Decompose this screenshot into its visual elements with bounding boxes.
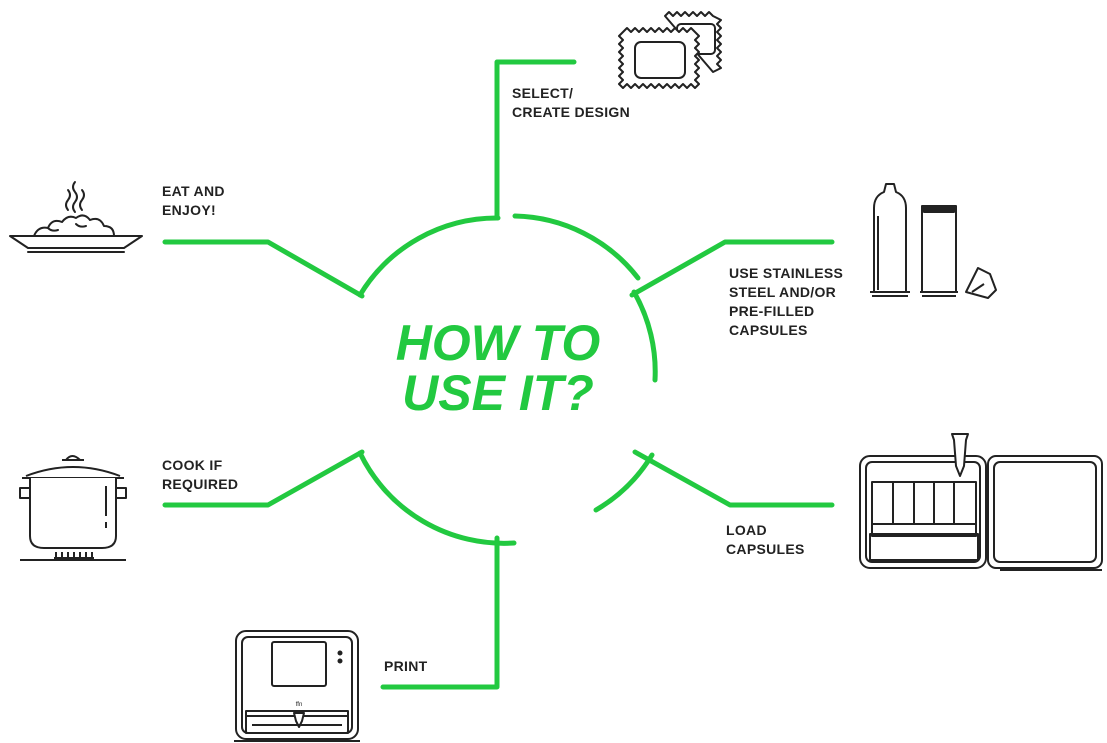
diagram-title: HOW TO USE IT?: [378, 318, 618, 418]
connector-load: [632, 449, 835, 508]
printer-logo: ffn: [296, 702, 303, 708]
center-circle: [357, 213, 658, 546]
connector-print: [380, 535, 500, 690]
connector-select: [494, 59, 577, 219]
step-label-print: PRINT: [384, 658, 428, 674]
printer-icon: ffn: [232, 627, 362, 743]
diagram-title-line-1: HOW TO: [395, 315, 601, 371]
ravioli-icon: [615, 4, 735, 94]
step-label-select: SELECT/ CREATE DESIGN: [512, 85, 630, 120]
diagram-title-line-2: USE IT?: [402, 365, 594, 421]
step-label-capsules: USE STAINLESS STEEL AND/OR PRE-FILLED CA…: [729, 265, 844, 338]
step-label-load: LOAD CAPSULES: [726, 522, 805, 557]
connector-capsules: [629, 239, 835, 298]
connector-cook: [162, 449, 365, 508]
connector-eat: [162, 239, 365, 299]
step-label-eat: EAT AND ENJOY!: [162, 183, 225, 218]
printer-open-icon: [856, 430, 1107, 580]
step-label-cook: COOK IF REQUIRED: [162, 457, 239, 492]
capsules-icon: [868, 180, 1008, 305]
cooking-pot-icon: [16, 450, 136, 568]
plate-icon: [8, 180, 148, 264]
